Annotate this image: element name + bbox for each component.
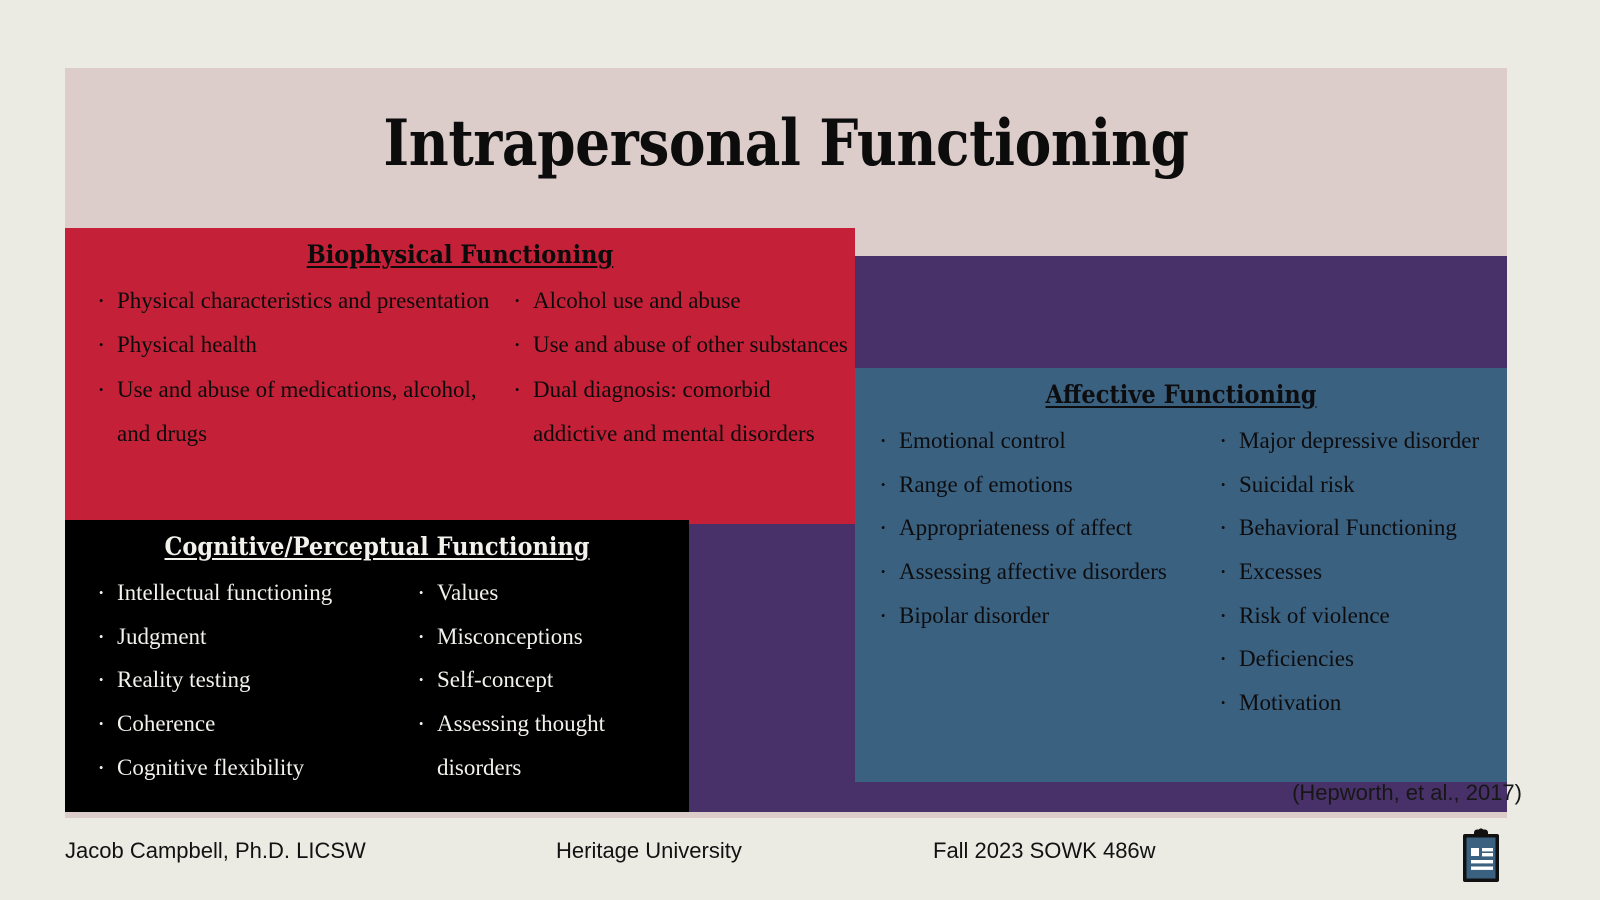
list-item: Physical characteristics and presentatio… xyxy=(95,278,505,327)
page-title: Intrapersonal Functioning xyxy=(383,106,1189,181)
affective-left-column: Emotional control Range of emotions Appr… xyxy=(877,418,1217,725)
biophysical-left-list: Physical characteristics and presentatio… xyxy=(95,278,505,457)
clipboard-presentation-icon xyxy=(1458,828,1504,884)
list-item: Deficiencies xyxy=(1217,636,1503,684)
cognitive-right-list: Values Misconceptions Self-concept Asses… xyxy=(415,570,685,789)
affective-right-list: Major depressive disorder Suicidal risk … xyxy=(1217,418,1503,728)
biophysical-functioning-block: Biophysical Functioning Physical charact… xyxy=(65,228,855,524)
affective-left-list: Emotional control Range of emotions Appr… xyxy=(877,418,1217,641)
list-item: Assessing thought disorders xyxy=(415,701,685,789)
list-item: Reality testing xyxy=(95,657,415,705)
list-item: Assessing affective disorders xyxy=(877,549,1217,597)
biophysical-functioning-heading: Biophysical Functioning xyxy=(306,240,614,269)
list-item: Cognitive flexibility xyxy=(95,745,415,793)
list-item: Self-concept xyxy=(415,657,685,705)
cognitive-right-column: Values Misconceptions Self-concept Asses… xyxy=(415,570,685,789)
footer-author: Jacob Campbell, Ph.D. LICSW xyxy=(65,838,366,863)
footer-course: Fall 2023 SOWK 486w xyxy=(933,838,1156,863)
biophysical-columns: Physical characteristics and presentatio… xyxy=(65,273,855,457)
slide-footer: Jacob Campbell, Ph.D. LICSW Heritage Uni… xyxy=(0,838,1600,878)
list-item: Range of emotions xyxy=(877,462,1217,510)
list-item: Physical health xyxy=(95,322,505,371)
biophysical-right-list: Alcohol use and abuse Use and abuse of o… xyxy=(511,278,849,457)
cognitive-left-list: Intellectual functioning Judgment Realit… xyxy=(95,570,415,793)
biophysical-left-column: Physical characteristics and presentatio… xyxy=(95,278,505,457)
list-item: Use and abuse of medications, alcohol, a… xyxy=(95,367,505,457)
footer-organization: Heritage University xyxy=(556,838,742,863)
list-item: Emotional control xyxy=(877,418,1217,466)
cognitive-columns: Intellectual functioning Judgment Realit… xyxy=(65,565,689,793)
affective-functioning-heading: Affective Functioning xyxy=(1045,380,1317,409)
list-item: Use and abuse of other substances xyxy=(511,322,849,371)
list-item: Misconceptions xyxy=(415,614,685,662)
list-item: Bipolar disorder xyxy=(877,593,1217,641)
cognitive-perceptual-functioning-heading: Cognitive/Perceptual Functioning xyxy=(164,532,590,561)
affective-columns: Emotional control Range of emotions Appr… xyxy=(855,413,1507,728)
list-item: Alcohol use and abuse xyxy=(511,278,849,327)
list-item: Excesses xyxy=(1217,549,1503,597)
list-item: Judgment xyxy=(95,614,415,662)
affective-right-column: Major depressive disorder Suicidal risk … xyxy=(1217,418,1503,728)
biophysical-right-column: Alcohol use and abuse Use and abuse of o… xyxy=(505,278,849,457)
affective-functioning-block: Affective Functioning Emotional control … xyxy=(855,368,1507,782)
list-item: Appropriateness of affect xyxy=(877,505,1217,553)
list-item: Coherence xyxy=(95,701,415,749)
list-item: Suicidal risk xyxy=(1217,462,1503,510)
list-item: Intellectual functioning xyxy=(95,570,415,618)
list-item: Major depressive disorder xyxy=(1217,418,1503,466)
list-item: Behavioral Functioning xyxy=(1217,505,1503,553)
cognitive-left-column: Intellectual functioning Judgment Realit… xyxy=(95,570,415,793)
list-item: Values xyxy=(415,570,685,618)
list-item: Motivation xyxy=(1217,680,1503,728)
list-item: Dual diagnosis: comorbid addictive and m… xyxy=(511,367,849,457)
list-item: Risk of violence xyxy=(1217,593,1503,641)
citation-text: (Hepworth, et al., 2017) xyxy=(1292,780,1522,805)
cognitive-perceptual-functioning-block: Cognitive/Perceptual Functioning Intelle… xyxy=(65,520,689,812)
